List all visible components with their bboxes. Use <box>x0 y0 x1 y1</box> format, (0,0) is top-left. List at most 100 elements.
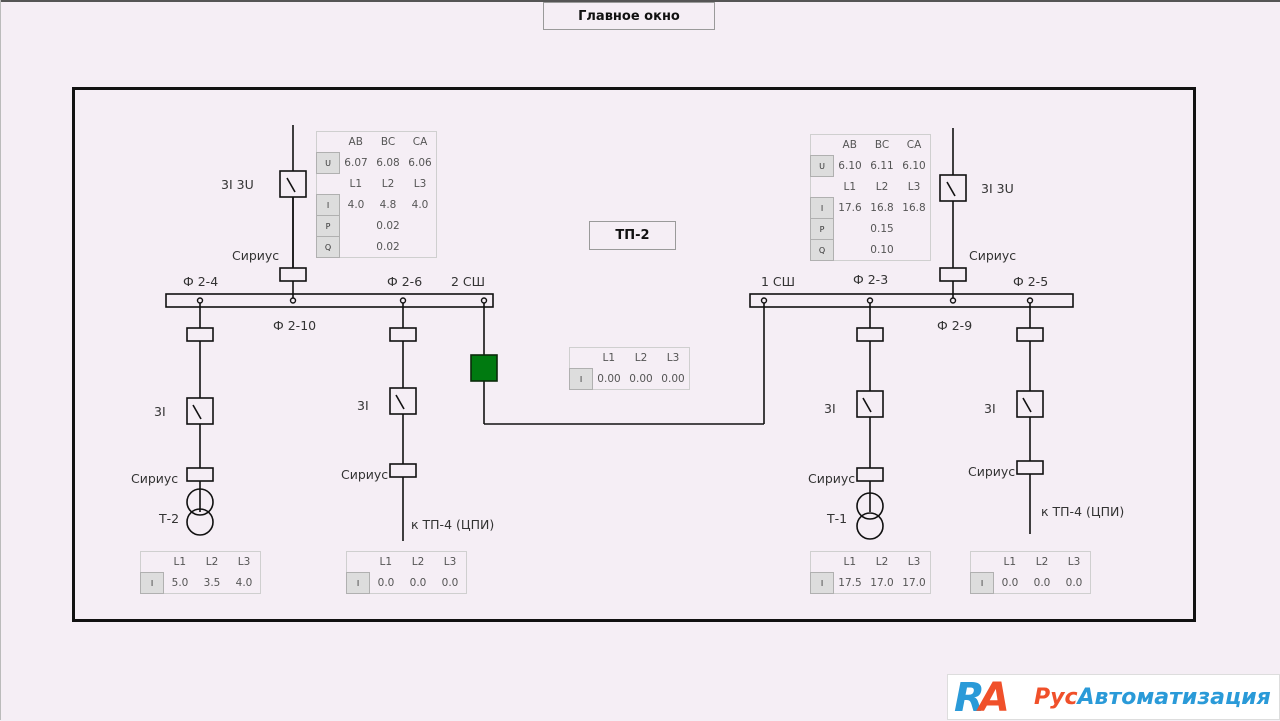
company-name-part2: Автоматизация <box>1077 685 1271 710</box>
current-value: 17.6 <box>838 202 862 214</box>
switch-blade-icon <box>192 404 202 420</box>
voltage-value: 6.07 <box>344 157 368 169</box>
u-header: AB <box>348 136 363 149</box>
feeder-f2-4-disconnector[interactable] <box>186 327 214 342</box>
current-value: 4.8 <box>379 199 397 211</box>
window-top-border <box>0 0 1280 2</box>
feeder-f2-6-protection-label: 3I <box>357 398 369 413</box>
right-incomer-relay-label: Сириус <box>969 248 1017 263</box>
feeder-f2-5-label: Ф 2-5 <box>1013 274 1049 289</box>
current-key-button[interactable]: I <box>810 572 834 594</box>
feeder-f2-4-relay[interactable] <box>186 467 214 482</box>
left-incomer-protection-label: 3I 3U <box>221 177 254 192</box>
current-value: 16.8 <box>870 202 894 214</box>
current-key-button[interactable]: I <box>316 194 340 216</box>
feeder-f2-6-breaker[interactable] <box>389 387 417 415</box>
i-header: L2 <box>381 178 395 190</box>
current-value: 4.0 <box>411 199 429 211</box>
feeder-f2-3-breaker[interactable] <box>856 390 884 418</box>
voltage-key-button[interactable]: U <box>810 155 834 177</box>
u-header: CA <box>906 139 922 152</box>
logo-mark-a: A <box>978 675 1010 721</box>
left-incomer-relay[interactable] <box>279 267 307 282</box>
i-header: L3 <box>907 181 921 193</box>
active-power-value: 0.02 <box>376 220 400 232</box>
feeder-f2-4-breaker[interactable] <box>186 397 214 425</box>
i-header: L1 <box>379 556 393 569</box>
current-value: 17.0 <box>870 576 894 589</box>
bus-node <box>949 297 957 304</box>
feeder-f2-4-label: Ф 2-4 <box>183 274 219 289</box>
current-value: 5.0 <box>171 576 189 589</box>
bus2-label: 2 СШ <box>451 274 486 289</box>
i-header: L1 <box>1003 556 1017 569</box>
company-name-part1: Рус <box>1034 685 1078 710</box>
current-value: 0.0 <box>441 576 459 589</box>
ra-logo-mark-icon: RA <box>954 675 1010 721</box>
feeder-f2-6-relay[interactable] <box>389 463 417 478</box>
right-incomer-relay[interactable] <box>939 267 967 282</box>
i-header: L2 <box>1035 556 1049 569</box>
left-incomer-breaker[interactable] <box>279 170 307 198</box>
current-value: 17.0 <box>902 576 926 589</box>
feeder-f2-3-relay[interactable] <box>856 467 884 482</box>
bus-node <box>289 297 297 304</box>
right-incomer-breaker[interactable] <box>939 174 967 202</box>
transformer-t1-label: Т-1 <box>827 511 848 526</box>
current-key-button[interactable]: I <box>569 368 593 390</box>
bus-node <box>399 297 407 304</box>
feeder-f2-5-destination-label: к ТП-4 (ЦПИ) <box>1041 504 1125 519</box>
feeder-f2-3-disconnector[interactable] <box>856 327 884 342</box>
bus-node <box>1026 297 1034 304</box>
transformer-t2-icon[interactable] <box>186 488 214 516</box>
current-value: 17.5 <box>838 576 862 589</box>
current-key-button[interactable]: I <box>140 572 164 594</box>
active-power-key-button[interactable]: P <box>810 218 834 240</box>
main-window-button[interactable]: Главное окно <box>543 2 715 30</box>
bus-tie-breaker-closed[interactable] <box>470 354 498 382</box>
feeder-f2-5-relay[interactable] <box>1016 460 1044 475</box>
feeder-f2-6-label: Ф 2-6 <box>387 274 423 289</box>
logo-mark-r: R <box>954 675 985 721</box>
i-header: L3 <box>443 556 457 569</box>
current-value: 16.8 <box>902 202 926 214</box>
feeder-f2-5-disconnector[interactable] <box>1016 327 1044 342</box>
reactive-power-key-button[interactable]: Q <box>316 236 340 258</box>
window-left-border <box>0 0 1 720</box>
voltage-value: 6.10 <box>902 160 926 172</box>
i-header: L2 <box>411 556 425 569</box>
company-logo: RA РусАвтоматизация <box>947 674 1280 721</box>
bus-node <box>480 297 488 304</box>
substation-name-button[interactable]: ТП-2 <box>589 221 676 250</box>
current-value: 0.00 <box>629 372 653 385</box>
voltage-value: 6.10 <box>838 160 862 172</box>
bus-section-2 <box>165 293 494 308</box>
switch-blade-icon <box>862 397 872 413</box>
feeder-f2-6-disconnector[interactable] <box>389 327 417 342</box>
feeder-f2-5-breaker[interactable] <box>1016 390 1044 418</box>
current-key-button[interactable]: I <box>970 572 994 594</box>
i-header: L1 <box>602 352 616 365</box>
voltage-key-button[interactable]: U <box>316 152 340 174</box>
i-header: L2 <box>634 352 648 365</box>
feeder-f2-4-protection-label: 3I <box>154 404 166 419</box>
bus-node <box>866 297 874 304</box>
current-value: 0.0 <box>409 576 427 589</box>
i-header: L1 <box>173 556 187 569</box>
switch-blade-icon <box>286 177 296 193</box>
transformer-t1-icon[interactable] <box>856 492 884 520</box>
diagram-frame <box>72 87 1196 622</box>
reactive-power-key-button[interactable]: Q <box>810 239 834 261</box>
current-key-button[interactable]: I <box>346 572 370 594</box>
right-incomer-protection-label: 3I 3U <box>981 181 1014 196</box>
reactive-power-value: 0.02 <box>376 240 400 253</box>
current-key-button[interactable]: I <box>810 197 834 219</box>
left-incomer-relay-label: Сириус <box>232 248 280 263</box>
active-power-key-button[interactable]: P <box>316 215 340 237</box>
